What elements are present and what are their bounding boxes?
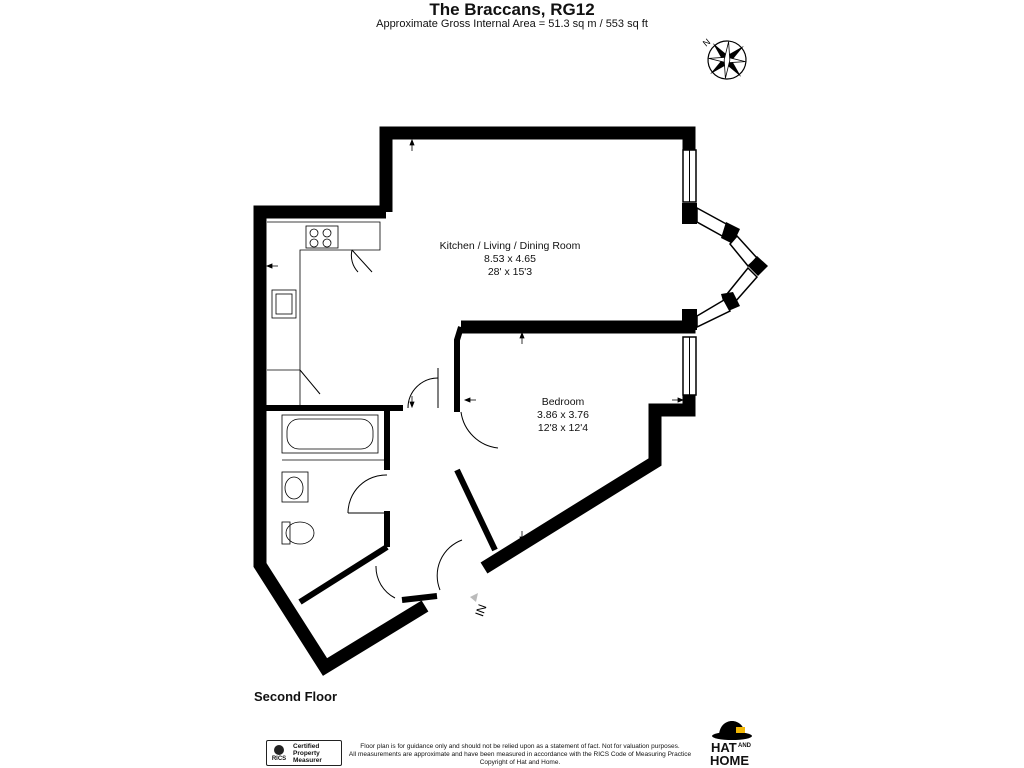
rics-badge-line: Measurer	[293, 756, 322, 764]
room-metric: 3.86 x 3.76	[537, 409, 589, 421]
room-label-kitchen: Kitchen / Living / Dining Room 8.53 x 4.…	[420, 240, 600, 279]
disclaimer-line: Floor plan is for guidance only and shou…	[360, 743, 680, 750]
disclaimer-line: Copyright of Hat and Home.	[479, 759, 561, 766]
floor-label: Second Floor	[254, 689, 338, 704]
entrance-arrow	[470, 593, 478, 602]
rics-badge-line: Certified	[293, 742, 320, 750]
room-name: Kitchen / Living / Dining Room	[439, 240, 581, 252]
disclaimer-line: All measurements are approximate and hav…	[348, 751, 692, 758]
gross-area: Approximate Gross Internal Area = 51.3 s…	[376, 18, 648, 30]
rics-badge: RICS Certified Property Measurer	[266, 740, 342, 766]
bay-window	[682, 149, 768, 396]
brand-word-hat: HAT	[711, 740, 737, 755]
door-swings	[299, 249, 499, 599]
disclaimer: Floor plan is for guidance only and shou…	[340, 743, 700, 767]
bowler-hat-icon	[712, 721, 752, 740]
bathroom-fixtures	[281, 414, 385, 545]
room-metric: 8.53 x 4.65	[484, 253, 536, 265]
room-name: Bedroom	[541, 396, 585, 408]
brand-word-and: AND	[738, 743, 751, 749]
globe-icon	[274, 744, 284, 755]
rics-logo-text: RICS	[271, 755, 287, 762]
rics-logo: RICS	[267, 741, 291, 765]
room-imperial: 28' x 15'3	[487, 266, 533, 278]
room-imperial: 12'8 x 12'4	[537, 422, 589, 434]
entrance-label: IN	[472, 602, 489, 618]
brand-logo: HAT AND HOME	[706, 712, 758, 768]
measure-ticks	[265, 138, 685, 544]
kitchen-units	[267, 221, 381, 406]
compass-icon	[707, 40, 747, 80]
internal-walls	[260, 326, 498, 605]
compass-north-label: N	[701, 37, 712, 49]
plan-title: The Braccans, RG12	[429, 0, 595, 19]
rics-badge-line: Property	[293, 749, 320, 757]
room-label-bedroom: Bedroom 3.86 x 3.76 12'8 x 12'4	[523, 396, 603, 435]
brand-word-home: HOME	[710, 753, 749, 768]
